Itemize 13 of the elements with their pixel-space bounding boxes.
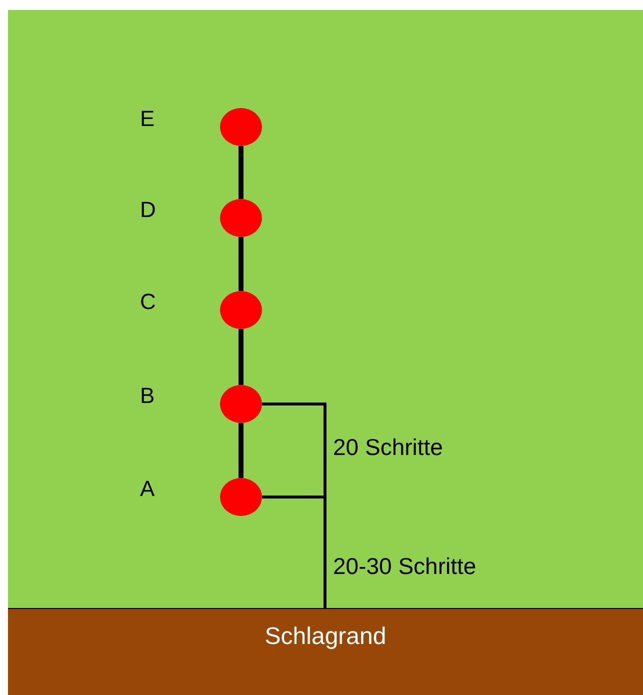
connector-line	[238, 423, 244, 478]
distance-label: 20 Schritte	[333, 434, 443, 461]
connector-line	[238, 146, 244, 199]
connector-line	[238, 329, 244, 385]
point-label: C	[140, 289, 156, 315]
point-label: B	[140, 383, 155, 409]
band-label: Schlagrand	[264, 623, 386, 651]
point-label: E	[140, 106, 155, 132]
field-edge-band	[8, 608, 643, 695]
connector-line	[238, 237, 244, 291]
point-label: D	[140, 197, 156, 223]
distance-label: 20-30 Schritte	[333, 553, 476, 580]
point-label: A	[140, 476, 155, 502]
